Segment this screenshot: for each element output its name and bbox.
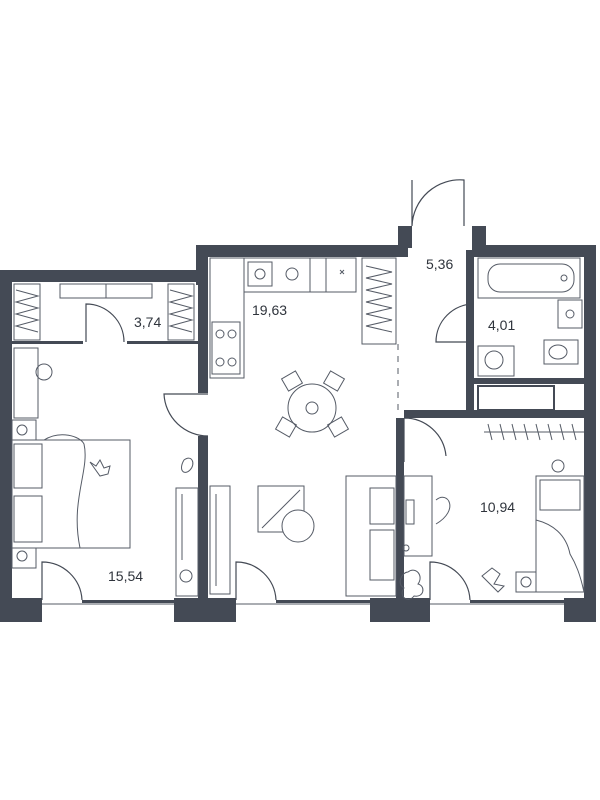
area-label-bathroom: 4,01 bbox=[488, 317, 515, 333]
walls bbox=[0, 226, 596, 622]
room-labels: 3,74 19,63 5,36 4,01 15,54 10,94 bbox=[108, 256, 515, 584]
area-label-bedroom-right: 10,94 bbox=[480, 499, 515, 515]
area-label-kitchen-living: 19,63 bbox=[252, 302, 287, 318]
furniture bbox=[11, 257, 585, 600]
doors bbox=[41, 179, 475, 601]
area-label-hallway: 5,36 bbox=[426, 256, 453, 272]
area-label-bedroom-left: 15,54 bbox=[108, 568, 143, 584]
area-label-wardrobe: 3,74 bbox=[134, 314, 161, 330]
